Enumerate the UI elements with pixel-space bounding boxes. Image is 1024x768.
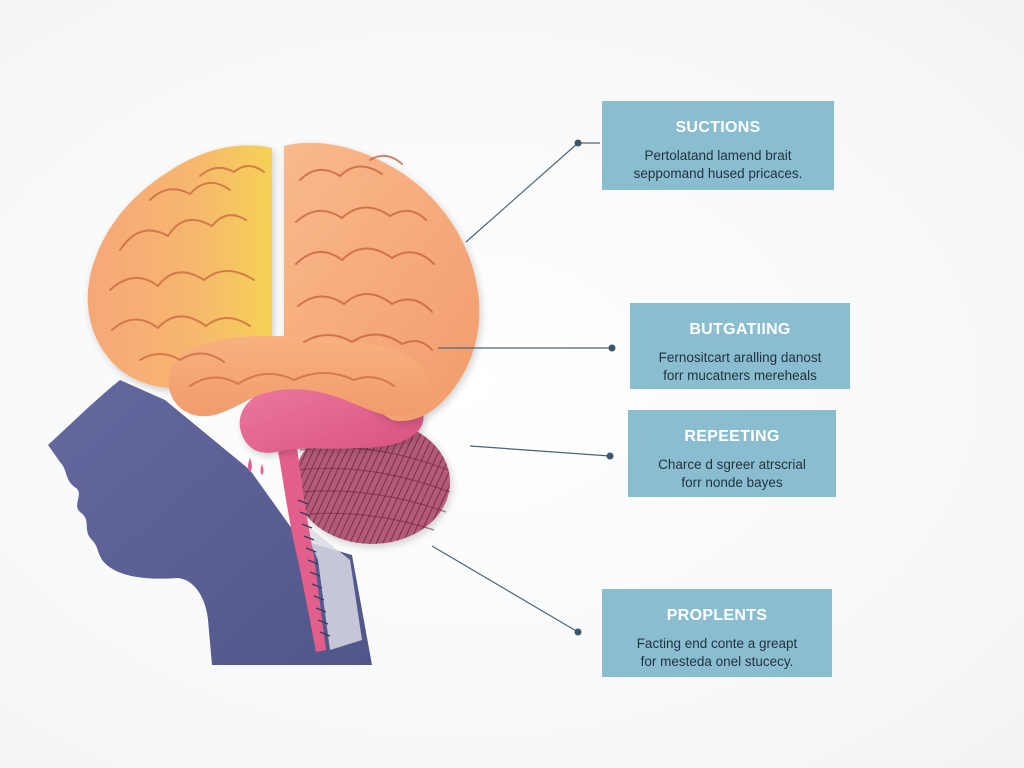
label-box-fills [602,101,850,677]
temporal-gyri [189,372,395,387]
label-description-line: Charce d sgreer atrscrial [658,457,806,472]
label-box-repeeting: REPEETING Charce d sgreer atrscrial forr… [628,410,836,497]
left-gyri [109,165,265,363]
temporal-lobe [168,336,429,417]
label-box-butgatiing: BUTGATIING Fernositcart aralling danost … [630,303,850,389]
label-description-line: Pertolatand lamend brait [644,148,792,163]
brainstem [276,440,326,652]
label-box-suctions: SUCTIONS Pertolatand lamend brait seppom… [602,101,834,190]
label-box-proplents: PROPLENTS Facting end conte a greapt for… [602,589,832,677]
label-description-line: seppomand hused pricaces. [633,166,803,181]
label-description-line: for mesteda onel stucecy. [640,654,794,669]
right-gyri [295,154,435,351]
head-silhouette [48,380,372,665]
label-title: BUTGATIING [689,321,791,338]
label-description-line: Fernositcart aralling danost [658,350,822,365]
connector-lines [431,142,612,633]
limbic-drip [248,458,264,475]
label-title: SUCTIONS [675,119,761,136]
connector-dots [574,139,616,636]
label-description-line: forr nonde bayes [681,475,783,490]
left-hemisphere [87,145,272,389]
label-title: REPEETING [684,428,780,445]
label-description-line: Facting end conte a greapt [636,636,798,651]
cerebellum-folds [295,446,451,531]
nerve-ridges [297,499,331,637]
label-title: PROPLENTS [666,607,768,624]
label-description-line: forr mucatners mereheals [663,368,817,383]
